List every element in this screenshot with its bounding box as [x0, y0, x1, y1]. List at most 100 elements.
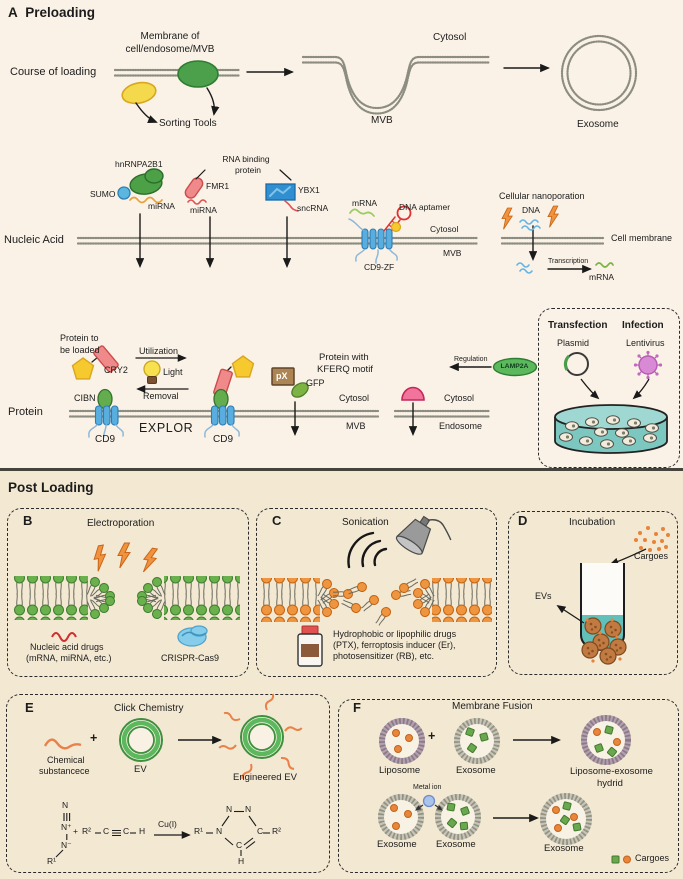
- panel-d-box: [508, 511, 678, 675]
- label-dna-aptamer: DNA aptamer: [399, 202, 451, 212]
- panel-b-art: [14, 542, 240, 647]
- atom-n-top2: N: [245, 804, 252, 814]
- panel-b-letter: B: [23, 513, 33, 528]
- label-exosome-f4: Exosome: [544, 843, 584, 854]
- sorting-protein-yellow-icon: [121, 81, 157, 105]
- label-exosome-1: Exosome: [577, 119, 619, 130]
- label-kferq-1: Protein with: [319, 352, 369, 363]
- panel-a-letter: A: [8, 5, 18, 20]
- label-px: pX: [276, 371, 288, 381]
- lentivirus-icon: [633, 350, 663, 380]
- panel-f-letter: F: [353, 700, 361, 715]
- label-plus-e: +: [90, 731, 98, 745]
- label-plasmid: Plasmid: [557, 338, 590, 348]
- label-cytosol-1: Cytosol: [433, 32, 467, 43]
- label-gfp: GFP: [306, 378, 325, 388]
- sncrna-squiggle-icon: [284, 200, 299, 212]
- drug-bottle-icon: [297, 625, 323, 667]
- label-lentivirus: Lentivirus: [626, 338, 665, 348]
- nucleic-row-art: [76, 168, 614, 274]
- label-lamp2a: LAMP2A: [500, 363, 529, 370]
- panel-e-box: [6, 694, 330, 873]
- protein-row-art: [68, 345, 538, 438]
- label-cibn: CIBN: [74, 393, 96, 403]
- row-label-nucleic: Nucleic Acid: [4, 234, 64, 246]
- transfection-art: [554, 350, 668, 454]
- plasmid-icon: [565, 352, 589, 376]
- mrna-squiggle-icon: [349, 208, 375, 217]
- label-dna: DNA: [522, 205, 540, 215]
- label-rna-binding-1: RNA binding: [222, 154, 270, 164]
- label-plus-chem: +: [73, 826, 78, 836]
- atom-c1: C: [103, 826, 110, 836]
- bilayer-right-icon: [164, 576, 240, 620]
- label-liposome: Liposome: [379, 765, 421, 776]
- panel-c-title: Sonication: [342, 517, 389, 528]
- panel-e-art: [43, 692, 303, 858]
- sorting-protein-green-icon: [177, 60, 219, 88]
- liposome-icon: [379, 718, 425, 764]
- label-hybrid-1: Liposome-exosome: [570, 766, 653, 777]
- label-engineered-ev: Engineered EV: [233, 772, 297, 783]
- label-cu: Cu(I): [158, 819, 177, 829]
- ev-ring-icon: [119, 718, 163, 762]
- label-crispr: CRISPR-Cas9: [161, 653, 220, 663]
- kferq-protein-icon: [401, 386, 425, 401]
- metal-ion-icon: [415, 794, 443, 811]
- label-cytosol-2: Cytosol: [430, 224, 459, 234]
- section-divider: [0, 468, 683, 471]
- membrane-caption-line1: Membrane of: [140, 31, 200, 42]
- atom-h2: H: [238, 856, 245, 866]
- label-exosome-f1: Exosome: [456, 765, 496, 776]
- atom-c-bottom: C: [236, 840, 243, 850]
- label-hnrnpa2b1: hnRNPA2B1: [115, 159, 163, 169]
- label-cd9-a: CD9: [95, 434, 116, 445]
- panel-c-letter: C: [272, 513, 282, 528]
- label-utilization: Utilization: [139, 346, 179, 356]
- px-gfp-icon: [271, 367, 309, 398]
- panel-b-title: Electroporation: [87, 518, 155, 529]
- atom-c-right: C: [257, 826, 264, 836]
- panel-e-title: Click Chemistry: [114, 703, 184, 714]
- test-tube-icon: [580, 563, 627, 665]
- atom-h1: H: [139, 826, 146, 836]
- label-sumo: SUMO: [90, 189, 116, 199]
- panel-d-title: Incubation: [569, 517, 616, 528]
- label-explor: EXPLOR: [139, 421, 194, 435]
- label-regulation: Regulation: [454, 356, 488, 363]
- label-kferq-2: KFERQ motif: [317, 364, 373, 375]
- engineered-ev-icon: [218, 692, 303, 782]
- label-exosome-f2: Exosome: [377, 839, 417, 850]
- nanoporation-icon: [501, 205, 614, 274]
- label-transfection: Transfection: [548, 320, 608, 331]
- light-bulb-icon: [143, 360, 161, 384]
- label-light: Light: [163, 367, 183, 377]
- atom-n-left: N: [216, 826, 223, 836]
- panel-b-box: [7, 508, 249, 677]
- label-b-drugs-2: (mRNA, miRNA, etc.): [26, 653, 112, 663]
- label-cd9-b: CD9: [213, 434, 234, 445]
- panel-f-title: Membrane Fusion: [452, 701, 533, 712]
- pore-lipids-icon: [84, 575, 168, 621]
- panel-c-box: [256, 508, 497, 677]
- label-cell-membrane: Cell membrane: [611, 233, 673, 243]
- cd9-complex-2-icon: [204, 355, 255, 438]
- panel-c-art: [260, 515, 492, 667]
- panel-d-letter: D: [518, 513, 528, 528]
- hnrnpa2b1-icon: [117, 168, 164, 204]
- label-c-drugs-1: Hydrophobic or lipophilic drugs: [333, 629, 457, 639]
- label-cargoes-f: Cargoes: [635, 853, 670, 863]
- sound-waves-icon: [347, 531, 388, 569]
- label-hybrid-2: hydrid: [597, 778, 623, 789]
- bilayer-right-icon: [432, 578, 492, 622]
- membrane-caption-line2: cell/endosome/MVB: [125, 44, 215, 55]
- panel-f-art: [378, 715, 631, 864]
- label-ybx1: YBX1: [298, 185, 320, 195]
- label-exosome-f3: Exosome: [436, 839, 476, 850]
- label-infection: Infection: [622, 320, 664, 331]
- label-cd9zf: CD9-ZF: [364, 262, 395, 272]
- lamp2a-icon: [492, 357, 538, 377]
- chemical-squiggle-icon: [43, 738, 82, 750]
- cd9zf-icon: [348, 205, 412, 264]
